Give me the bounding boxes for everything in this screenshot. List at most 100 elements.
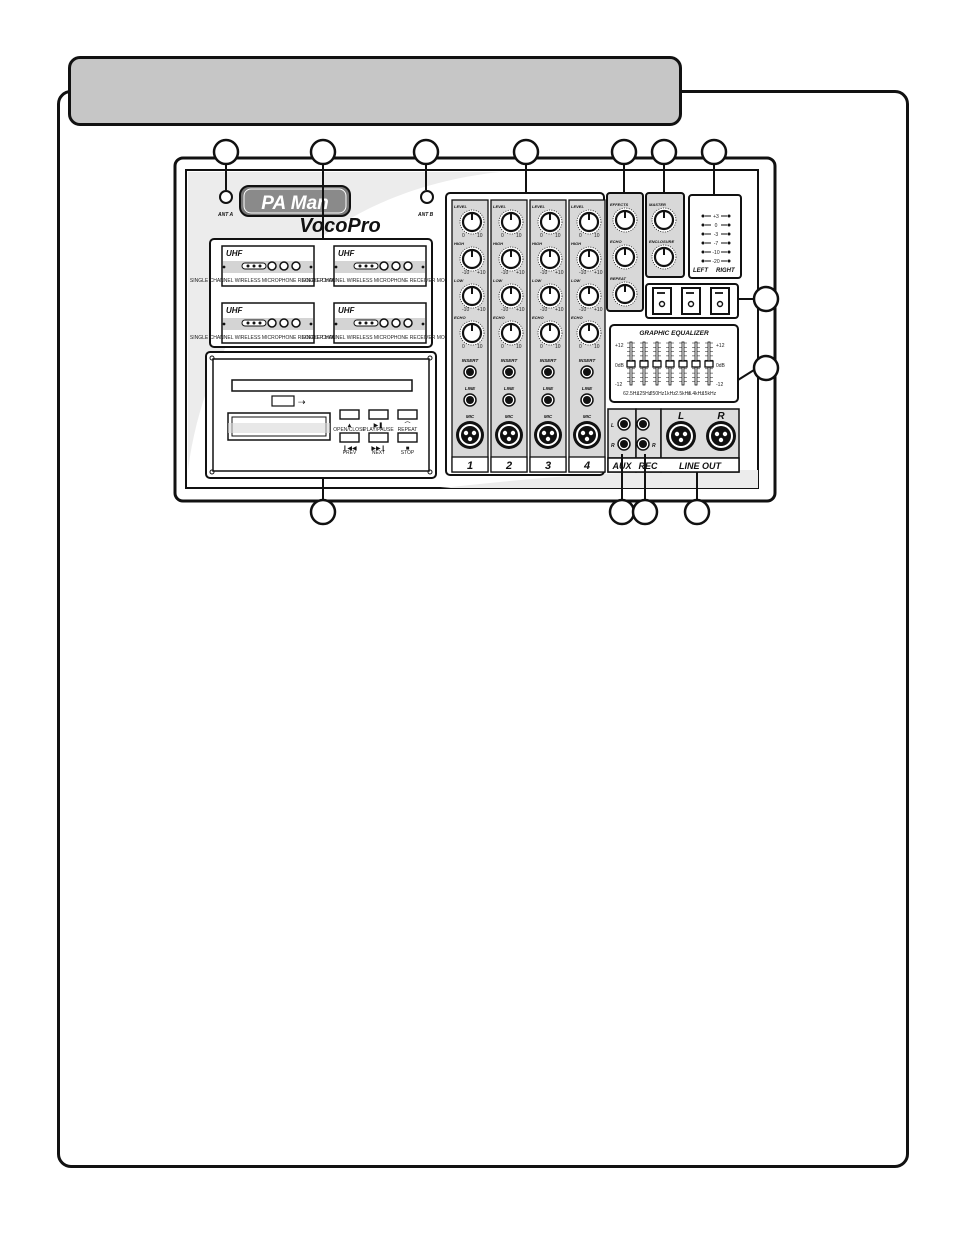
channel-4-level-knob-cap	[578, 211, 600, 233]
uhf-caption: SINGLE CHANNEL WIRELESS MICROPHONE RECEI…	[302, 335, 459, 341]
channel-2-low-knob[interactable]	[498, 283, 524, 309]
channel-2-echo-knob[interactable]	[498, 320, 524, 346]
callout-leader-line	[737, 369, 755, 381]
channel-3-line-jack[interactable]	[541, 393, 555, 407]
scale-min: -10	[462, 307, 469, 313]
aux-r-jack[interactable]	[617, 437, 631, 451]
uhf-knob-2[interactable]	[279, 318, 289, 328]
effects-knob[interactable]	[612, 207, 638, 233]
scale-max: +10	[516, 270, 525, 276]
cd-button-label: STOP	[401, 450, 415, 456]
channel-2-level-knob[interactable]	[498, 209, 524, 235]
channel-4-insert-jack[interactable]	[580, 365, 594, 379]
cd-button-next[interactable]: ▶▶❙NEXT	[368, 432, 389, 456]
channel-4-low-knob[interactable]	[576, 283, 602, 309]
eq-slider-7[interactable]: 15kHz	[702, 341, 717, 397]
channel-1-mic-input[interactable]	[456, 421, 484, 449]
channel-2-high-knob[interactable]	[498, 246, 524, 272]
channel-3-echo-knob[interactable]	[537, 320, 563, 346]
rec-l-jack[interactable]	[636, 417, 650, 431]
channel-knob-label: ECHO	[493, 315, 505, 320]
channel-knob-label: HIGH	[532, 241, 542, 246]
uhf-knob-1[interactable]	[267, 318, 277, 328]
cd-button-prev[interactable]: ❙◀◀PREV	[339, 432, 360, 456]
uhf-knob-2[interactable]	[279, 261, 289, 271]
eq-band-label: 250Hz	[650, 391, 665, 397]
eq-slider-1[interactable]: 62.5Hz	[623, 341, 639, 397]
meter-left-label: LEFT	[693, 268, 709, 274]
master-knob[interactable]	[651, 207, 677, 233]
channel-4-mic-input[interactable]	[573, 421, 601, 449]
uhf-knob-2[interactable]	[391, 318, 401, 328]
meter-led-left	[701, 241, 705, 245]
cd-button-label: PREV	[343, 450, 357, 456]
uhf-knob-3[interactable]	[403, 261, 413, 271]
aux-l-label: L	[611, 423, 614, 429]
channel-3-insert-jack[interactable]	[541, 365, 555, 379]
callout-circle	[212, 138, 240, 166]
cd-glyph-icon: ▶❚	[374, 422, 384, 429]
channel-2-insert-jack[interactable]	[502, 365, 516, 379]
cd-disc-slot[interactable]	[231, 379, 413, 392]
rec-r-jack[interactable]	[636, 437, 650, 451]
echo-knob[interactable]	[612, 244, 638, 270]
uhf-knob-1[interactable]	[379, 261, 389, 271]
channel-2-line-jack[interactable]	[502, 393, 516, 407]
callout-4	[512, 138, 540, 193]
repeat-knob[interactable]	[612, 281, 638, 307]
meter-scale-label: -3	[714, 232, 719, 238]
channel-1-echo-knob[interactable]	[459, 320, 485, 346]
uhf-knob-2[interactable]	[391, 261, 401, 271]
eq-slider-2[interactable]: 125Hz	[637, 341, 652, 397]
cd-button-play-pause[interactable]: ▶❚PLAY/PAUSE	[363, 409, 394, 433]
channel-4-high-knob[interactable]	[576, 246, 602, 272]
uhf-knob-1[interactable]	[379, 318, 389, 328]
line-out-l-xlr[interactable]	[666, 421, 696, 451]
eq-slider-4[interactable]: 1kHz	[664, 341, 676, 397]
channel-1-low-knob-cap	[461, 285, 483, 307]
line-out-r-xlr[interactable]	[706, 421, 736, 451]
channel-1-line-jack[interactable]	[463, 393, 477, 407]
callout-circle	[512, 138, 540, 166]
channel-4-echo-knob[interactable]	[576, 320, 602, 346]
section-title-tab	[68, 56, 682, 126]
channel-2-mic-input[interactable]	[495, 421, 523, 449]
uhf-knob-3[interactable]	[291, 261, 301, 271]
uhf-caption: SINGLE CHANNEL WIRELESS MICROPHONE RECEI…	[190, 335, 347, 341]
usb-port[interactable]	[271, 395, 295, 407]
enclosure-knob[interactable]	[651, 244, 677, 270]
eq-bottom-label-right: -12	[716, 382, 723, 388]
channel-1-insert-jack[interactable]	[463, 365, 477, 379]
channel-3-low-knob[interactable]	[537, 283, 563, 309]
channel-1-level-knob[interactable]	[459, 209, 485, 235]
channel-4-line-jack[interactable]	[580, 393, 594, 407]
rocker-switch-3[interactable]	[710, 287, 730, 315]
rocker-switch-2[interactable]	[681, 287, 701, 315]
aux-l-jack[interactable]	[617, 417, 631, 431]
cd-button-stop[interactable]: ■STOP	[397, 432, 418, 456]
scale-max: +10	[594, 307, 603, 313]
channel-3-high-knob[interactable]	[537, 246, 563, 272]
channel-3-level-knob[interactable]	[537, 209, 563, 235]
cd-button-repeat[interactable]: ⌒REPEAT	[397, 409, 418, 433]
eq-slider-5[interactable]: 2.5kHz	[675, 341, 691, 397]
eq-mid-label-right: 0dB	[716, 363, 726, 369]
callout-circle	[309, 498, 337, 526]
eq-slider-3[interactable]: 250Hz	[650, 341, 665, 397]
cd-button-open-close[interactable]: ▲OPEN/CLOSE	[333, 409, 366, 433]
uhf-knob-1[interactable]	[267, 261, 277, 271]
rocker-switch-1[interactable]	[652, 287, 672, 315]
uhf-knob-3[interactable]	[403, 318, 413, 328]
scale-min: -10	[462, 270, 469, 276]
uhf-knob-3[interactable]	[291, 318, 301, 328]
channel-2-echo-knob-cap	[500, 322, 522, 344]
scale-min: -10	[501, 270, 508, 276]
eq-slider-6[interactable]: 6.4kHz	[688, 341, 704, 397]
channel-3-mic-input[interactable]	[534, 421, 562, 449]
channel-1-low-knob[interactable]	[459, 283, 485, 309]
meter-led-left	[701, 223, 705, 227]
channel-1-high-knob[interactable]	[459, 246, 485, 272]
channel-4-level-knob[interactable]	[576, 209, 602, 235]
